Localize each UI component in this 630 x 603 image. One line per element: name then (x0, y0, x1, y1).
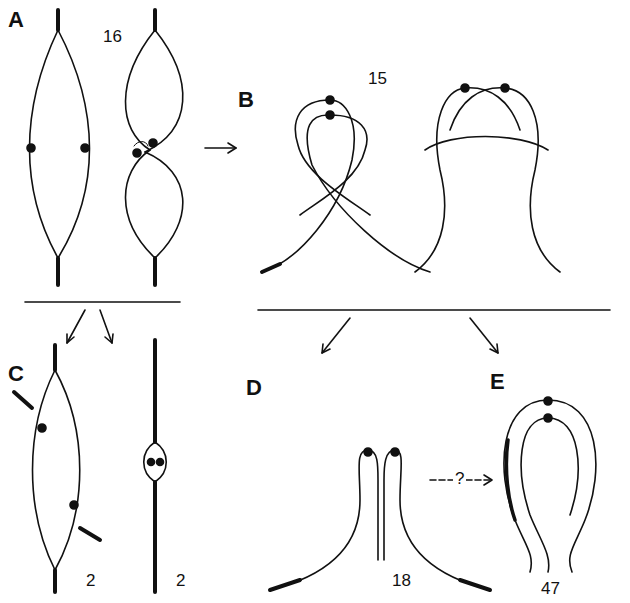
count-number: 2 (176, 572, 185, 591)
count-number: 47 (541, 580, 560, 599)
count-number: 2 (86, 572, 95, 591)
count-number: 16 (103, 28, 122, 47)
count-number: 15 (368, 70, 387, 89)
panel-letter: E (490, 370, 505, 394)
panel-letter: D (246, 376, 262, 400)
panel-letter: B (238, 88, 254, 112)
count-number: ? (453, 470, 466, 489)
count-number: 18 (392, 572, 411, 591)
panel-letter: A (8, 8, 24, 32)
panel-letter: C (8, 362, 24, 386)
